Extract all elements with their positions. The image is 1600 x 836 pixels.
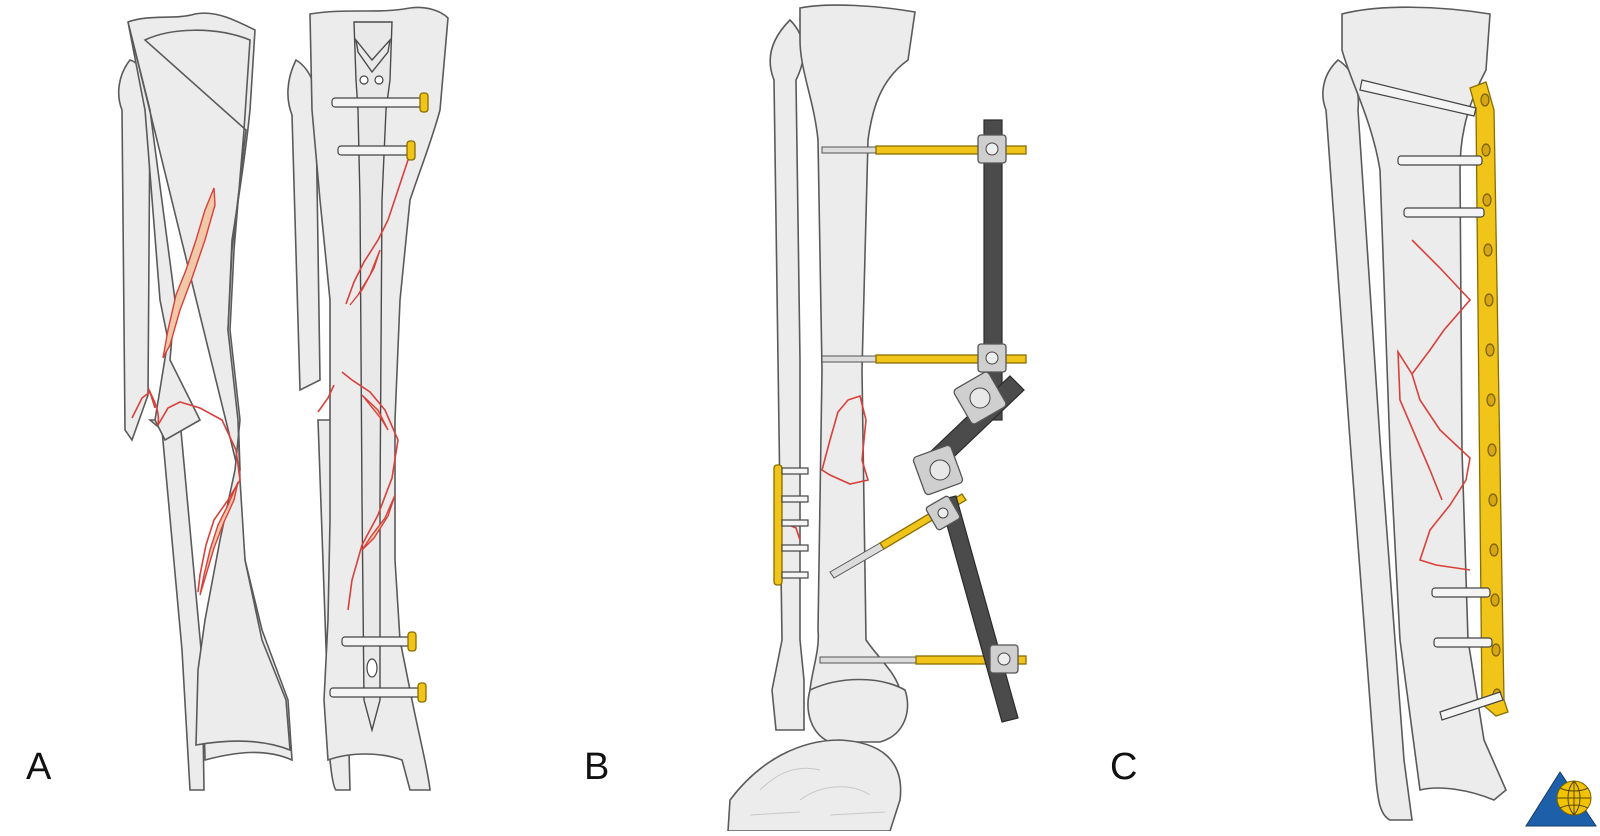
ao-logo-globe-lines [1557,780,1591,816]
panel-b-fibula [769,18,805,731]
panel-a-nailed-leg [287,6,449,791]
schanz-pin-3 [819,655,1027,665]
proximal-locking-screw-1 [331,92,429,113]
pin-rod-clamp-2 [977,343,1007,373]
panel-b [727,4,1027,832]
panel-c-fracture-inner [1397,349,1443,501]
rod-rod-clamp-2 [912,444,964,496]
panel-b-tibia [799,4,916,691]
pin-rod-clamp-4 [989,644,1019,674]
nail-distal-slot [366,658,378,678]
panel-label-c: C [1110,746,1138,788]
panel-a2-fracture-fill-2 [361,394,389,431]
panel-label-b: B [584,746,610,788]
panel-a2-fracture-fill [349,249,381,306]
panel-c-fracture [1411,239,1472,571]
distal-locking-screw-1 [341,631,417,652]
nail-proximal-hole-2 [374,75,384,85]
plate-screws [1359,79,1504,721]
intramedullary-nail [353,21,393,733]
fibular-plate [773,464,809,586]
panel-a2-fracture-fill-3 [361,494,396,551]
nail-end-cap [354,37,392,74]
panel-b-ankle-talus [807,678,909,743]
pin-rod-clamp-1 [977,134,1007,164]
panel-a-fractured-leg [117,12,293,791]
panel-b-foot-bones [727,739,902,832]
panel-a-fracture-upper [162,187,216,359]
bone-plate-holes [1480,93,1502,702]
panel-b-foot-detail [749,767,886,816]
panel-c [1322,6,1597,827]
nail-proximal-hole-1 [359,75,369,85]
distal-locking-screw-2 [329,682,427,703]
panel-a-fracture-middle [147,387,241,593]
pin-rod-clamp-3 [925,495,961,531]
panel-b-fracture [821,394,870,485]
fixator-rod-lower [939,495,1019,723]
panel-a-fibula-fracture [131,390,156,419]
rod-rod-clamp-1 [953,371,1007,425]
panel-a-fracture-lower [199,481,239,596]
panel-a2-fracture-line-upper [345,159,409,305]
panel-c-tibia [1341,6,1507,801]
panel-a [117,6,449,791]
panel-a-tibia-shaft [143,29,291,752]
fibular-plate-screws [781,467,809,579]
panel-label-a: A [26,746,52,788]
panel-a2-fibula-fracture [317,384,335,413]
proximal-locking-screw-2 [337,140,416,161]
schanz-pin-2 [821,354,1027,364]
panel-a2-fracture-line-middle [341,371,399,611]
schanz-pin-1 [821,145,1027,155]
ao-logo [1525,771,1597,827]
